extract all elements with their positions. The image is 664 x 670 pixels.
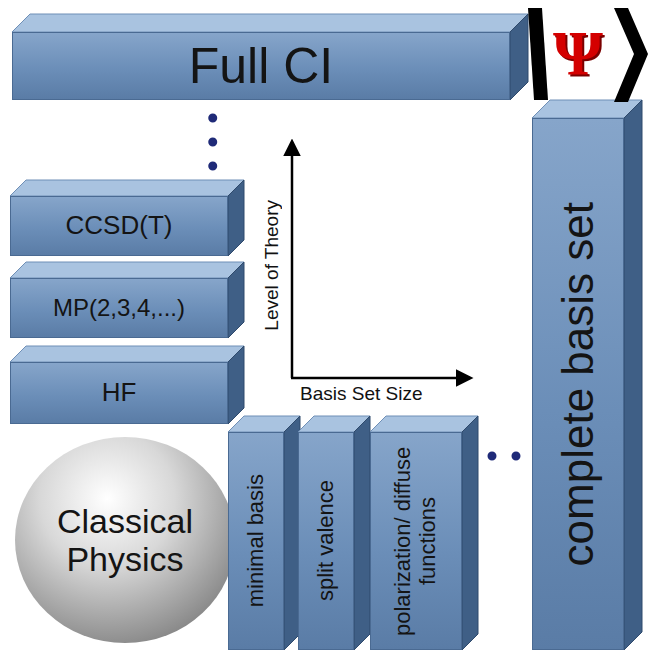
dotted-connector [492, 451, 518, 460]
node-label: polarization/ diffuse functions [391, 440, 440, 642]
box-side-face [228, 262, 244, 338]
axis-line [291, 377, 470, 380]
axis-label: Level of Theory [262, 200, 281, 331]
box-side-face [462, 416, 478, 650]
box-side-face [510, 14, 528, 100]
box-side-face [624, 100, 642, 650]
basis-box: split valence [298, 432, 354, 650]
dotted-connector [208, 114, 217, 166]
bra-bracket [528, 8, 548, 100]
psi-symbol: Ψ [553, 22, 603, 86]
theory-bar: Full CI [12, 32, 510, 100]
box-top-face [370, 416, 478, 432]
axis-line [291, 142, 294, 378]
box-top-face [10, 346, 244, 362]
node-label: complete basis set [553, 202, 602, 566]
box-side-face [228, 180, 244, 256]
sphere-node: Classical Physics [15, 437, 235, 643]
ket-bracket [614, 8, 648, 102]
node-label: Classical Physics [30, 502, 220, 578]
box-top-face [532, 100, 642, 118]
basis-box: minimal basis [228, 432, 284, 650]
node-label: HF [102, 378, 137, 407]
box-top-face [10, 262, 244, 278]
method-box: MP(2,3,4,...) [10, 278, 228, 338]
node-label: MP(2,3,4,...) [53, 295, 185, 322]
box-side-face [228, 346, 244, 424]
method-box: CCSD(T) [10, 196, 228, 256]
node-label: minimal basis [244, 474, 269, 607]
node-label: CCSD(T) [66, 211, 173, 240]
box-top-face [12, 14, 528, 32]
basis-bar: complete basis set [532, 118, 624, 650]
method-box: HF [10, 362, 228, 424]
box-side-face [354, 416, 370, 650]
node-label: Full CI [189, 38, 333, 94]
axis-label: Basis Set Size [300, 384, 423, 403]
basis-box: polarization/ diffuse functions [370, 432, 462, 650]
box-top-face [10, 180, 244, 196]
node-label: split valence [314, 480, 339, 601]
